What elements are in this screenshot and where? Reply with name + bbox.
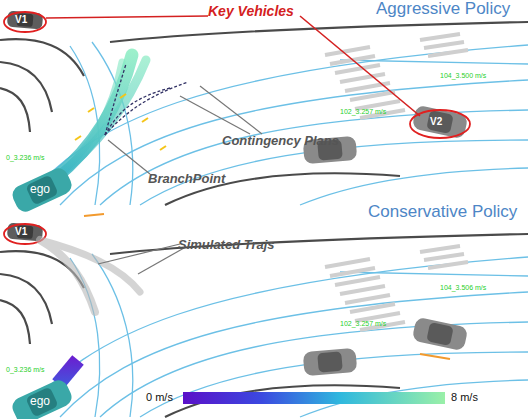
contingency-plans — [105, 64, 188, 135]
speed-label: 0_3.236 m/s — [6, 154, 45, 162]
callout-text: Key Vehicles — [208, 4, 294, 19]
speed-label: 104_3.506 m/s — [440, 284, 486, 292]
vehicle-tag: V2 — [430, 116, 442, 127]
leader-lines — [98, 244, 184, 274]
speed-label: 102_3.257 m/s — [340, 320, 386, 328]
simulated-trajs — [40, 240, 140, 312]
conservative-panel — [0, 214, 528, 419]
panel-title: Aggressive Policy — [376, 0, 510, 19]
yellow-marks — [75, 94, 166, 150]
vehicle-tag: ego — [30, 183, 50, 196]
panel-title: Conservative Policy — [368, 203, 517, 222]
ego-car — [9, 165, 74, 215]
speed-label: 0_3.236 m/s — [6, 366, 45, 374]
ego-plan — [58, 360, 78, 384]
callout-text: Contingency Plans — [222, 134, 339, 148]
leader-lines — [46, 16, 420, 174]
road-scene — [0, 222, 528, 417]
ego-car — [9, 377, 74, 419]
vehicle-tag: V1 — [15, 14, 27, 25]
speed-colorbar — [183, 392, 445, 404]
orange-marks — [84, 214, 450, 359]
scale-label: 0 m/s — [146, 391, 173, 403]
aggressive-panel — [0, 10, 528, 214]
scale-label: 8 m/s — [451, 391, 478, 403]
callout-text: BranchPoint — [148, 172, 225, 186]
vehicle-tag: V1 — [15, 226, 27, 237]
speed-label: 102_3.257 m/s — [340, 108, 386, 116]
vehicle-tag: ego — [30, 395, 50, 408]
road-scene — [0, 10, 528, 205]
speed-label: 104_3.500 m/s — [440, 72, 486, 80]
callout-text: Simulated Trajs — [178, 238, 275, 252]
